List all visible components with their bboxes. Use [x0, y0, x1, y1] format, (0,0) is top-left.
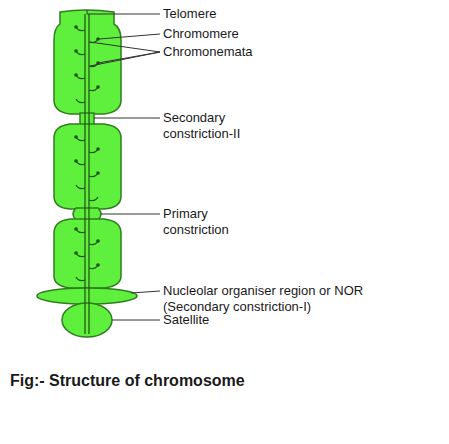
- chromosome-arm: [54, 124, 121, 209]
- part-label: Secondary constriction-II: [163, 110, 273, 142]
- part-label: Primary constriction: [163, 206, 273, 238]
- part-label: Satellite: [163, 312, 363, 328]
- secondary-constriction: [80, 113, 94, 125]
- part-label: Chromonemata: [163, 44, 363, 60]
- figure-caption: Fig:- Structure of chromosome: [10, 372, 245, 390]
- satellite-body: [62, 303, 112, 337]
- chromosome-arm: [54, 219, 121, 288]
- primary-constriction: [73, 208, 101, 220]
- nor-disc: [37, 288, 137, 304]
- chromonemata-strands: [76, 14, 98, 334]
- part-label: Telomere: [163, 6, 363, 22]
- part-label: Nucleolar organiser region or NOR (Secon…: [163, 283, 433, 315]
- part-label: Chromomere: [163, 26, 363, 42]
- leader-lines: [87, 10, 160, 320]
- chromomere-dots: [74, 25, 100, 267]
